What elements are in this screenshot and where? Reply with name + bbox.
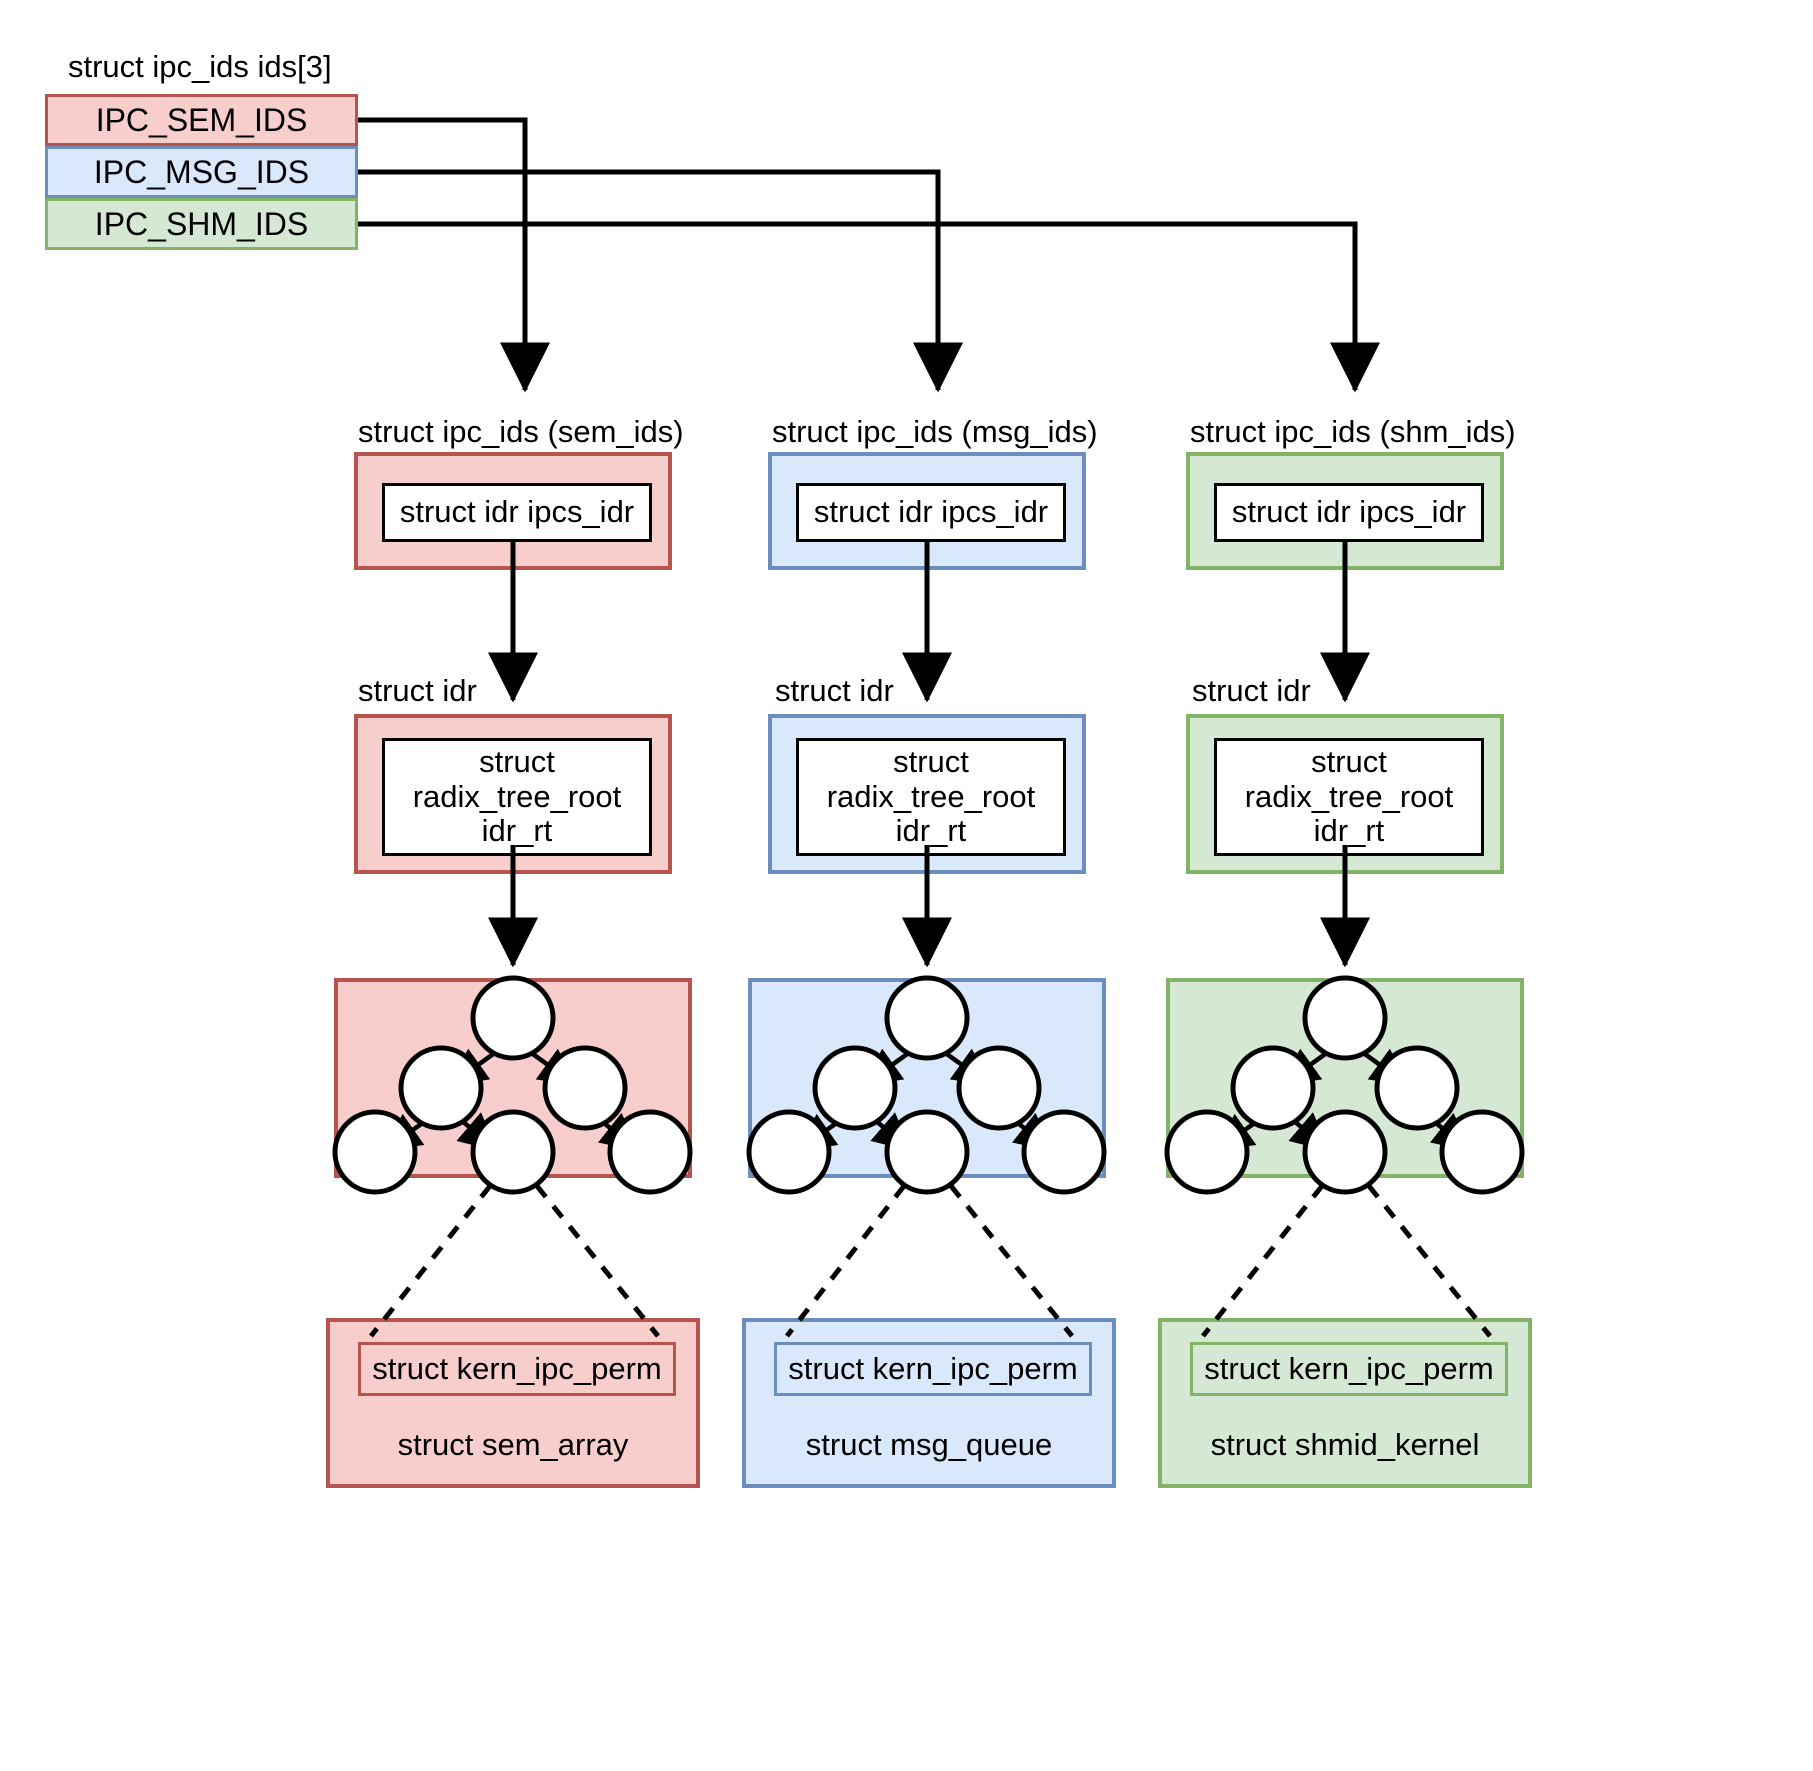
idr-title-sem: struct idr — [358, 673, 477, 708]
link-leaf-perm-left — [785, 1184, 906, 1338]
link-shm — [358, 221, 1380, 393]
link-leaf-perm-left — [369, 1184, 492, 1338]
link-leaf-perm-right — [1367, 1184, 1492, 1338]
object-label-shm: struct shmid_kernel — [1210, 1427, 1480, 1462]
ids-entry-msg[interactable]: IPC_MSG_IDS — [45, 146, 358, 198]
object-label-sem: struct sem_array — [397, 1427, 629, 1462]
link-sem — [358, 117, 550, 393]
ipc-ids-panel-sem[interactable]: struct idr ipcs_idr — [354, 452, 672, 570]
idr-field-msg[interactable]: struct idr ipcs_idr — [796, 483, 1066, 542]
idr-title-shm: struct idr — [1192, 673, 1311, 708]
object-panel-shm[interactable]: struct kern_ipc_perm struct shmid_kernel — [1158, 1318, 1532, 1488]
link-leaf-perm-right — [949, 1184, 1074, 1338]
idr-field-shm[interactable]: struct idr ipcs_idr — [1214, 483, 1484, 542]
column-title-sem: struct ipc_ids (sem_ids) — [358, 414, 684, 449]
link-leaf-perm-left — [1201, 1184, 1324, 1338]
link-leaf-perm-right — [535, 1184, 660, 1338]
radix-tree-panel-shm[interactable] — [1166, 978, 1524, 1178]
column-title-msg: struct ipc_ids (msg_ids) — [772, 414, 1098, 449]
link-msg — [358, 169, 963, 393]
kern-ipc-perm-sem[interactable]: struct kern_ipc_perm — [358, 1342, 676, 1396]
object-label-msg: struct msg_queue — [805, 1427, 1053, 1462]
idr-field-sem[interactable]: struct idr ipcs_idr — [382, 483, 652, 542]
ipc-ids-panel-shm[interactable]: struct idr ipcs_idr — [1186, 452, 1504, 570]
idr-title-msg: struct idr — [775, 673, 894, 708]
radix-tree-panel-sem[interactable] — [334, 978, 692, 1178]
object-panel-msg[interactable]: struct kern_ipc_perm struct msg_queue — [742, 1318, 1116, 1488]
ipc-ids-panel-msg[interactable]: struct idr ipcs_idr — [768, 452, 1086, 570]
ids-entry-shm[interactable]: IPC_SHM_IDS — [45, 198, 358, 250]
radix-tree-panel-msg[interactable] — [748, 978, 1106, 1178]
kern-ipc-perm-shm[interactable]: struct kern_ipc_perm — [1190, 1342, 1508, 1396]
kern-ipc-perm-msg[interactable]: struct kern_ipc_perm — [774, 1342, 1092, 1396]
ids-array-title: struct ipc_ids ids[3] — [68, 49, 332, 84]
column-title-shm: struct ipc_ids (shm_ids) — [1190, 414, 1516, 449]
ids-entry-sem[interactable]: IPC_SEM_IDS — [45, 94, 358, 146]
object-panel-sem[interactable]: struct kern_ipc_perm struct sem_array — [326, 1318, 700, 1488]
